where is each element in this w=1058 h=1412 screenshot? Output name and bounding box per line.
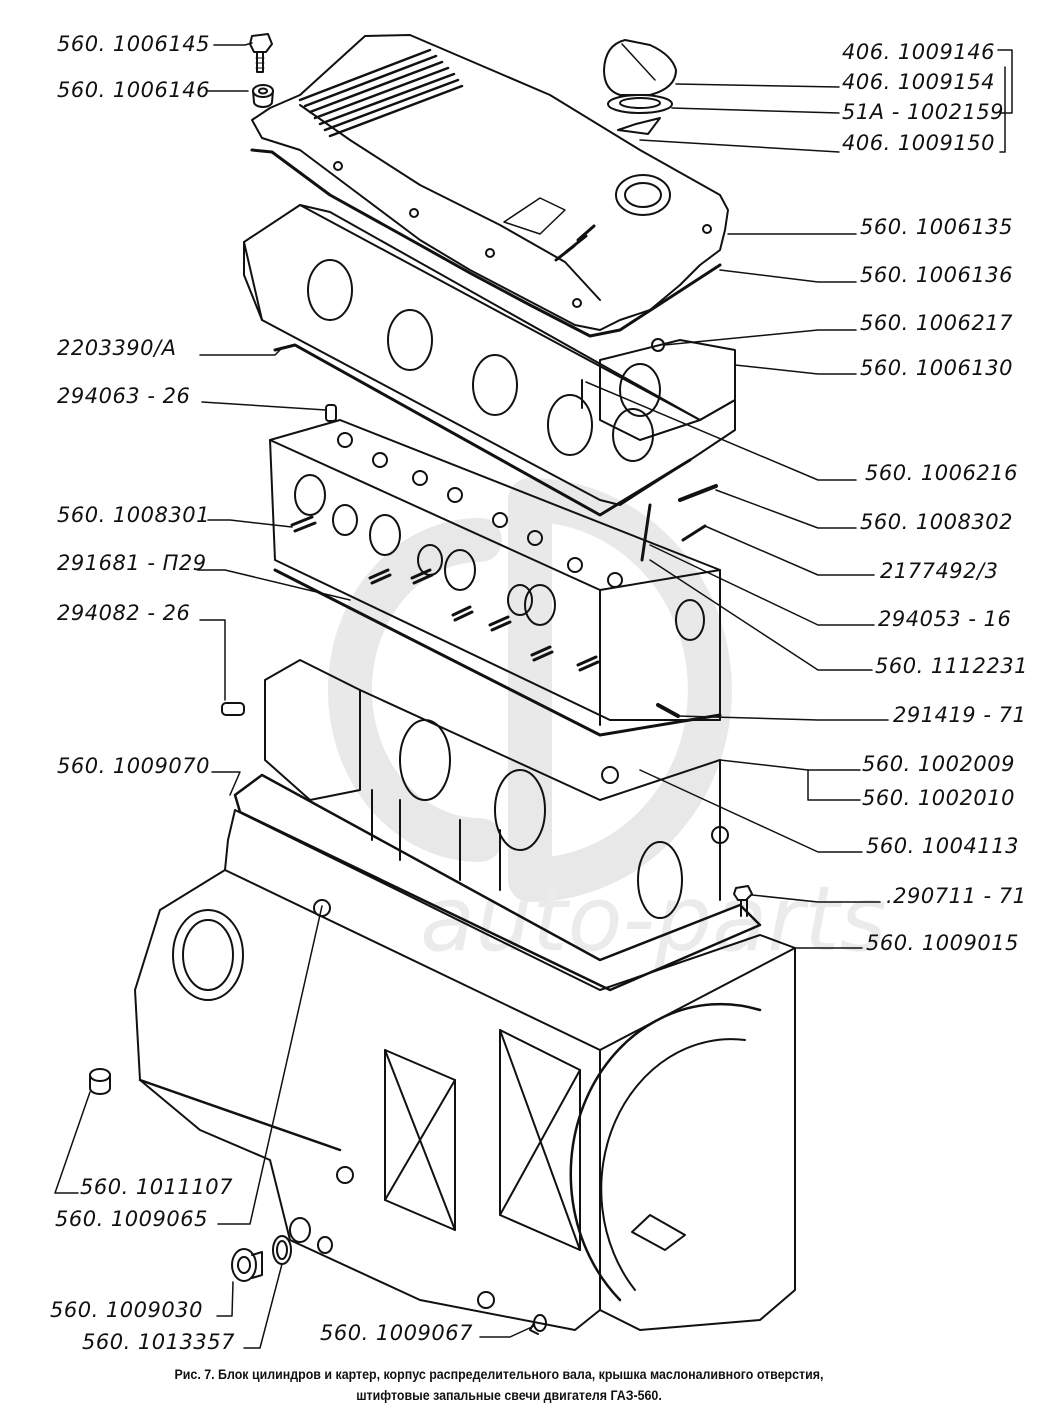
part-label-294082-26: 294082 - 26 — [57, 601, 191, 625]
part-label-560-1002009: 560. 1002009 — [862, 752, 1015, 776]
valve-cover — [251, 34, 729, 331]
leader-lines-left — [54, 42, 535, 1349]
part-label-560-1009070: 560. 1009070 — [57, 754, 210, 778]
part-label-560-1002010: 560. 1002010 — [862, 786, 1015, 810]
part-label-406-1009154: 406. 1009154 — [842, 70, 995, 94]
part-label-294053-16: 294053 - 16 — [878, 607, 1012, 631]
part-label-560-1006146: 560. 1006146 — [57, 78, 210, 102]
part-label-560-1009015: 560. 1009015 — [866, 931, 1019, 955]
camshaft-housing — [243, 204, 736, 506]
figure-caption-line-2: штифтовые запальные свечи двигателя ГАЗ-… — [356, 1388, 662, 1403]
leader-lines-right — [585, 49, 1013, 949]
grommet-icon — [252, 84, 274, 108]
part-label-294063-26: 294063 - 26 — [57, 384, 191, 408]
cylinder-head-gasket — [273, 568, 722, 737]
part-label-560-1011107: 560. 1011107 — [80, 1175, 233, 1199]
part-label-2177492-3: 2177492/3 — [880, 559, 999, 583]
valve-cover-gasket — [250, 148, 722, 338]
part-label-291681-p29: 291681 - П29 — [57, 551, 207, 575]
bushing-icon — [89, 1068, 111, 1095]
part-label-560-1006217: 560. 1006217 — [860, 311, 1013, 335]
part-label-290711-71: .290711 - 71 — [886, 884, 1027, 908]
part-label-560-1009030: 560. 1009030 — [50, 1298, 203, 1322]
figure-caption-line-1: Рис. 7. Блок цилиндров и картер, корпус … — [174, 1367, 824, 1382]
watermark: auto-parts — [328, 478, 886, 972]
small-plug-icon — [529, 1314, 547, 1335]
cylinder-head — [269, 419, 721, 726]
part-label-560-1008301: 560. 1008301 — [57, 503, 210, 527]
part-label-291419-71: 291419 - 71 — [893, 703, 1027, 727]
dowel-pin-icon-2 — [221, 702, 245, 716]
part-label-560-1112231: 560. 1112231 — [875, 654, 1028, 678]
part-label-560-1009067: 560. 1009067 — [320, 1321, 473, 1345]
watermark-text: auto-parts — [420, 867, 886, 972]
part-label-560-1013357: 560. 1013357 — [82, 1330, 235, 1354]
oil-filler-cap-icon — [603, 39, 677, 135]
part-label-51a-1002159: 51A - 1002159 — [842, 100, 1005, 124]
camshaft-housing-gasket — [273, 343, 692, 517]
part-label-560-1006135: 560. 1006135 — [860, 215, 1013, 239]
part-label-560-1008302: 560. 1008302 — [860, 510, 1013, 534]
crankcase — [134, 809, 796, 1331]
part-label-560-1006130: 560. 1006130 — [860, 356, 1013, 380]
plug-icon — [289, 1217, 333, 1254]
part-label-560-1006136: 560. 1006136 — [860, 263, 1013, 287]
part-label-2203390-a: 2203390/A — [57, 336, 177, 360]
part-label-560-1004113: 560. 1004113 — [866, 834, 1019, 858]
dowel-pin-icon — [325, 404, 337, 422]
part-label-560-1009065: 560. 1009065 — [55, 1207, 208, 1231]
valve-cover-bolt-icon — [249, 33, 273, 73]
oil-pan-gasket — [233, 773, 762, 992]
part-label-560-1006145: 560. 1006145 — [57, 32, 210, 56]
part-label-406-1009146: 406. 1009146 — [842, 40, 995, 64]
part-label-560-1006216: 560. 1006216 — [865, 461, 1018, 485]
drain-plug-icon — [231, 1248, 263, 1282]
bolt-icon-right — [733, 885, 753, 917]
drain-plug-washer-icon — [272, 1235, 292, 1265]
part-label-406-1009150: 406. 1009150 — [842, 131, 995, 155]
